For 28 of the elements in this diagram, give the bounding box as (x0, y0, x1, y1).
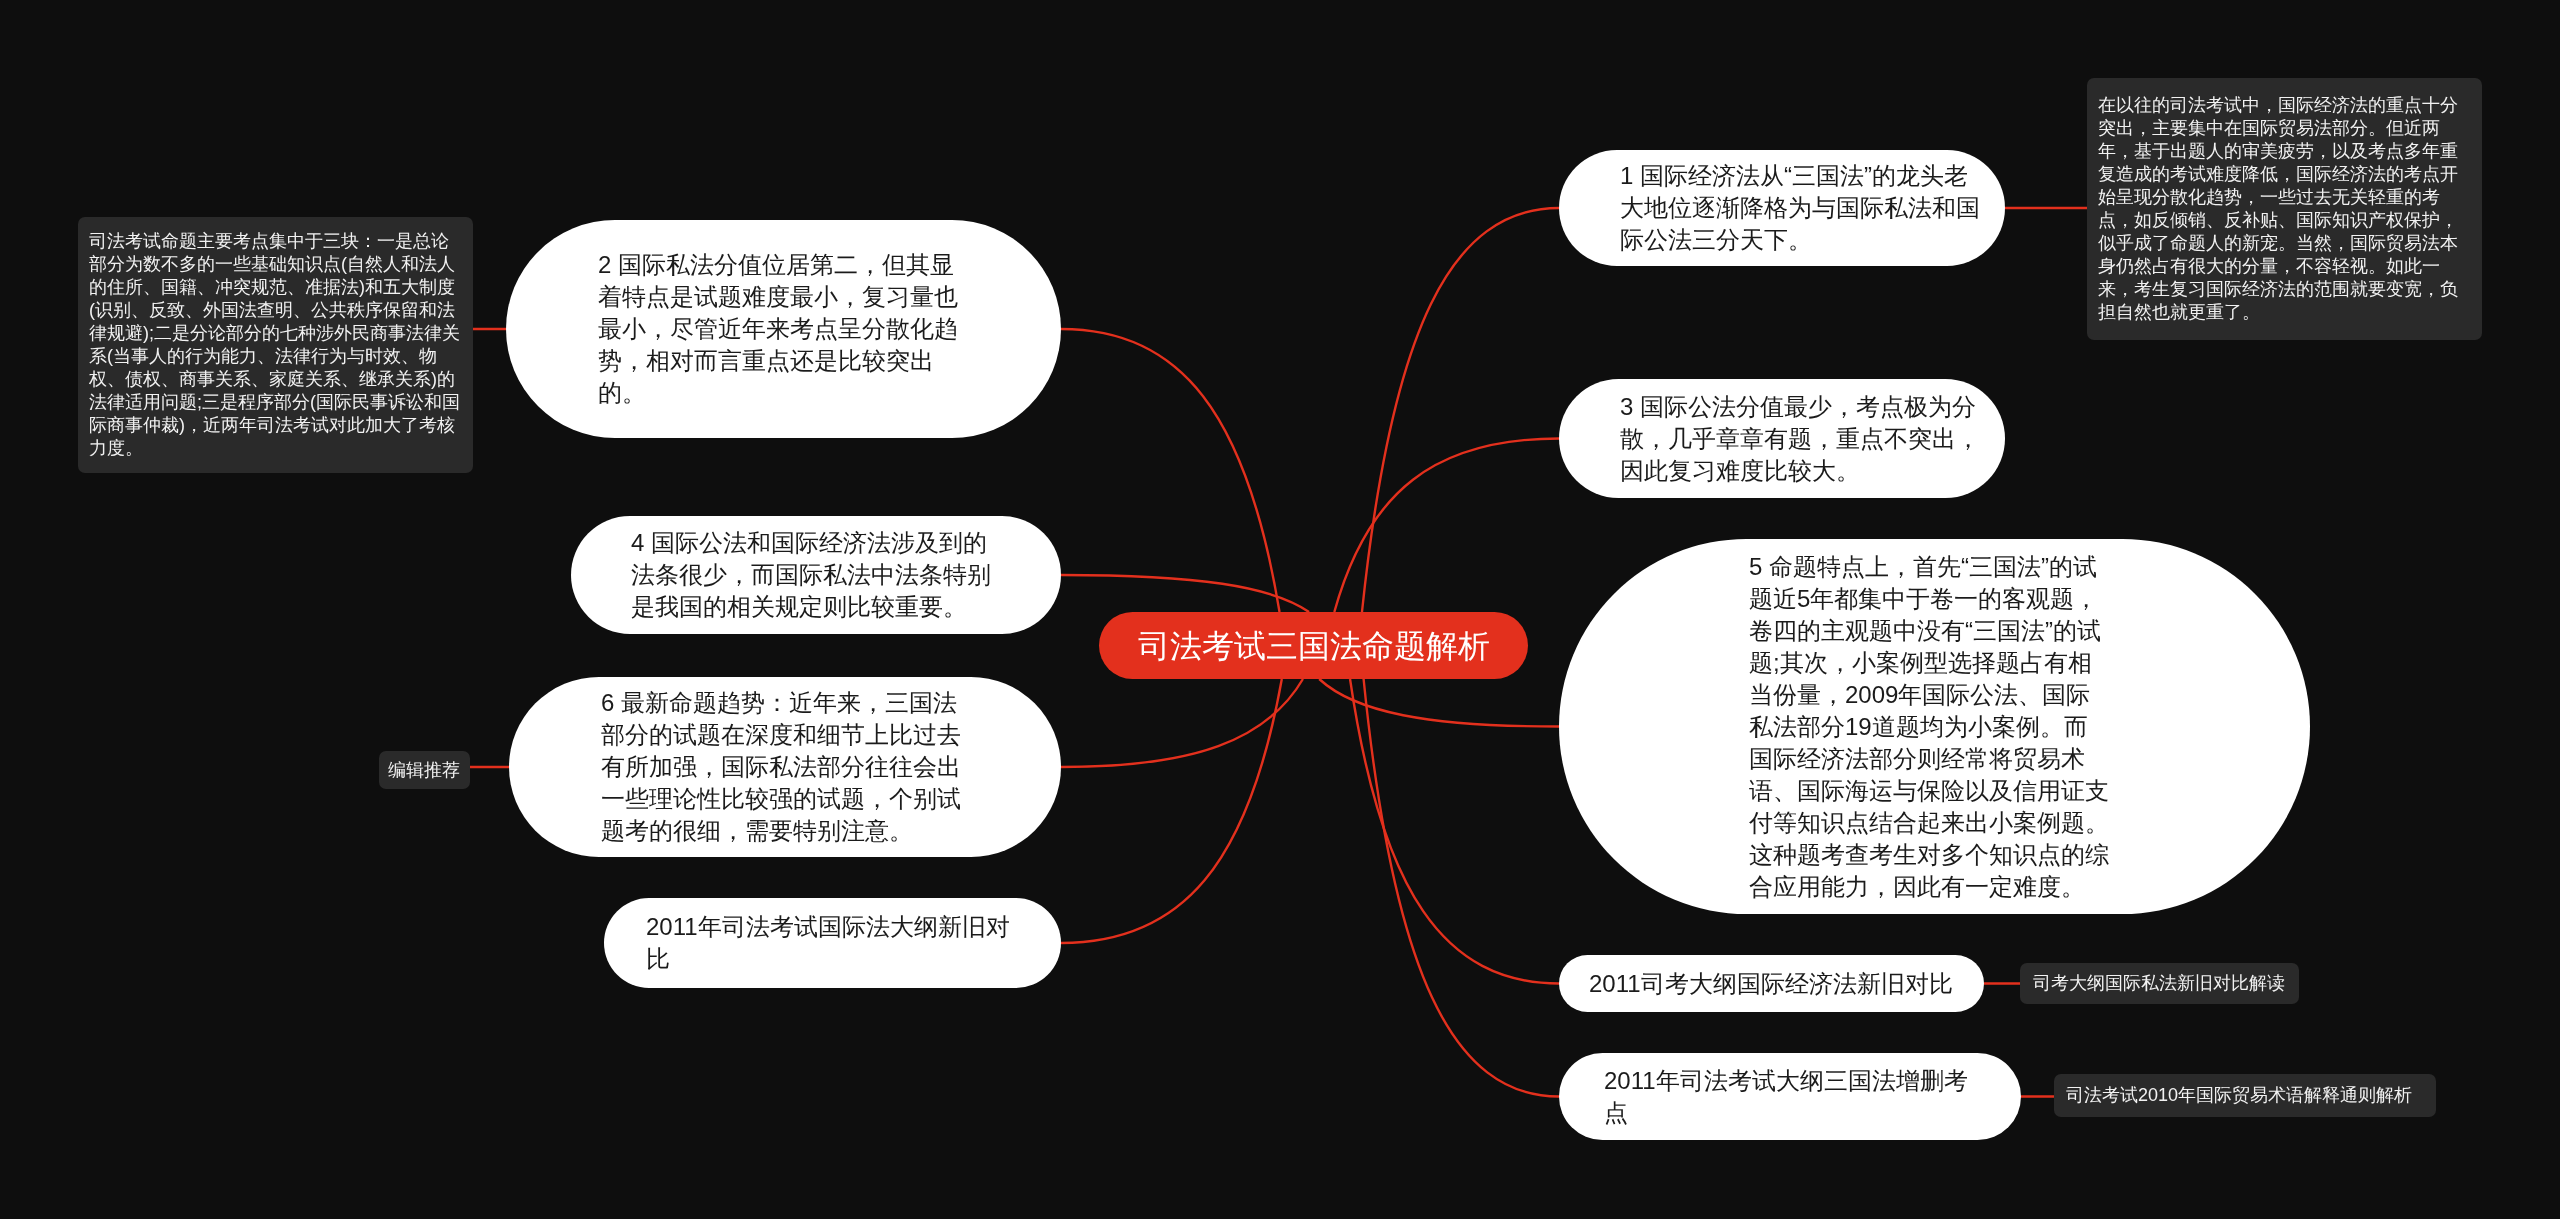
connector-line (1060, 678, 1283, 945)
topic-pill: 3 国际公法分值最少，考点极为分散，几乎章章有题，重点不突出，因此复习难度比较大。 (1559, 379, 2005, 498)
topic-pill: 1 国际经济法从“三国法”的龙头老大地位逐渐降格为与国际私法和国际公法三分天下。 (1559, 150, 2005, 266)
topic-pill: 2011年司法考试大纲三国法增删考点 (1559, 1053, 2021, 1140)
connector-line (470, 765, 509, 769)
topic-pill: 2 国际私法分值位居第二，但其显着特点是试题难度最小，复习量也最小，尽管近年来考点呈分散化趋势，相对而言重点还是比较突出的。 (506, 220, 1061, 438)
topic-pill: 5 命题特点上，首先“三国法”的试题近5年都集中于卷一的客观题，卷四的主观题中没有“三国法”的试题;其次，小案例型选择题占有相当份量，2009年国际公法、国际私法部分19道题均为小案例。而国际经济法部分则经常将贸易术语、国际海运与保险以及信用证支付等知识点结合起来出小案例题。这种题考查考生对多个知识点的综合应用能力，因此有一定难度。 (1559, 539, 2310, 914)
connector-line (1984, 982, 2020, 985)
note-box: 司法考试命题主要考点集中于三块：一是总论部分为数不多的一些基础知识点(自然人和法人的住所、国籍、冲突规范、准据法)和五大制度(识别、反致、外国法查明、公共秩序保留和法律规避);二是分论部分的七种涉外民商事法律关系(当事人的行为能力、法律行为与时效、物权、债权、商事关系、家庭关系、继承关系)的法律适用问题;三是程序部分(国际民事诉讼和国际商事仲裁)，近两年司法考试对此加大了考核力度。 (78, 217, 473, 473)
topic-pill: 2011司考大纲国际经济法新旧对比 (1559, 955, 1984, 1012)
note-box: 司考大纲国际私法新旧对比解读 (2020, 963, 2299, 1004)
connector-line (473, 327, 506, 331)
connector-line (1318, 678, 1559, 728)
connector-line (2021, 1095, 2054, 1098)
central-topic: 司法考试三国法命题解析 (1099, 612, 1528, 679)
topic-pill: 6 最新命题趋势：近年来，三国法部分的试题在深度和细节上比过去有所加强，国际私法部分往往会出一些理论性比较强的试题，个别试题考的很细，需要特别注意。 (509, 677, 1061, 857)
connector-line (2005, 206, 2087, 210)
connector-line (1060, 327, 1281, 613)
connector-line (1362, 678, 1560, 1098)
topic-pill: 4 国际公法和国际经济法涉及到的法条很少，而国际私法中法条特别是我国的相关规定则比较重要。 (571, 516, 1061, 634)
connector-line (1360, 206, 1560, 613)
connector-line (1061, 573, 1310, 614)
connector-line (1061, 678, 1304, 769)
note-box: 编辑推荐 (379, 751, 470, 789)
note-box: 司法考试2010年国际贸易术语解释通则解析 (2054, 1074, 2436, 1117)
note-box: 在以往的司法考试中，国际经济法的重点十分突出，主要集中在国际贸易法部分。但近两年，基于出题人的审美疲劳，以及考点多年重复造成的考试难度降低，国际经济法的考点开始呈现分散化趋势，一些过去无关轻重的考点，如反倾销、反补贴、国际知识产权保护，似乎成了命题人的新宠。当然，国际贸易法本身仍然占有很大的分量，不容轻视。如此一来，考生复习国际经济法的范围就要变宽，负担自然也就更重了。 (2087, 78, 2482, 340)
connector-line (1333, 437, 1560, 613)
topic-pill: 2011年司法考试国际法大纲新旧对比 (604, 898, 1061, 988)
